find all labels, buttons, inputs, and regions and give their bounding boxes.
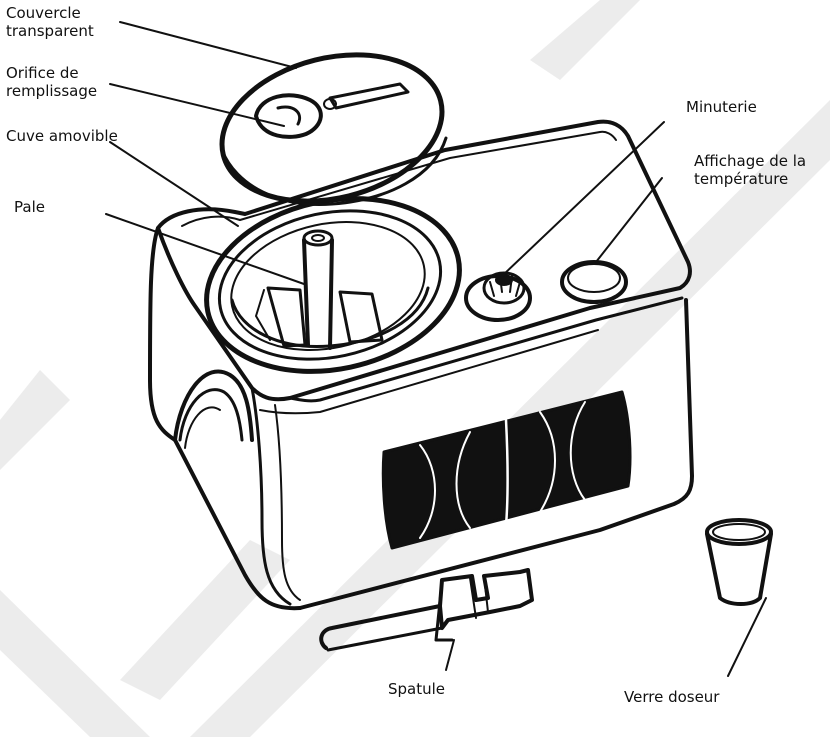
label-pale: Pale	[14, 198, 45, 216]
paddle	[255, 229, 384, 350]
leader-cuve	[109, 141, 239, 227]
leader-verre	[727, 597, 767, 677]
leader-orifice	[109, 83, 285, 127]
label-orifice-de-remplissage: Orifice de remplissage	[6, 64, 97, 100]
leader-minuterie	[501, 121, 665, 277]
leader-spatule	[445, 639, 455, 671]
spatula	[319, 568, 534, 652]
label-couvercle-transparent: Couvercle transparent	[6, 4, 94, 40]
machine-body	[148, 119, 694, 611]
label-line: transparent	[6, 22, 94, 40]
label-cuve-amovible: Cuve amovible	[6, 127, 118, 145]
label-line: remplissage	[6, 82, 98, 100]
measuring-cup	[705, 518, 773, 606]
vent-grille	[381, 390, 632, 550]
timer-knob	[464, 271, 532, 322]
leader-affichage	[595, 177, 663, 263]
label-affichage-temperature: Affichage de la température	[694, 152, 806, 188]
label-line: Orifice de	[6, 64, 79, 82]
leader-lines	[105, 21, 767, 677]
label-minuterie: Minuterie	[686, 98, 757, 116]
label-spatule: Spatule	[388, 680, 446, 698]
leader-couvercle	[119, 21, 297, 69]
transparent-lid	[219, 52, 448, 206]
label-line: Affichage de la	[694, 152, 807, 170]
label-line: température	[694, 170, 789, 188]
label-verre-doseur: Verre doseur	[624, 688, 720, 706]
leader-pale	[105, 213, 305, 285]
label-line: Couvercle	[6, 4, 81, 22]
temperature-display	[560, 260, 628, 304]
